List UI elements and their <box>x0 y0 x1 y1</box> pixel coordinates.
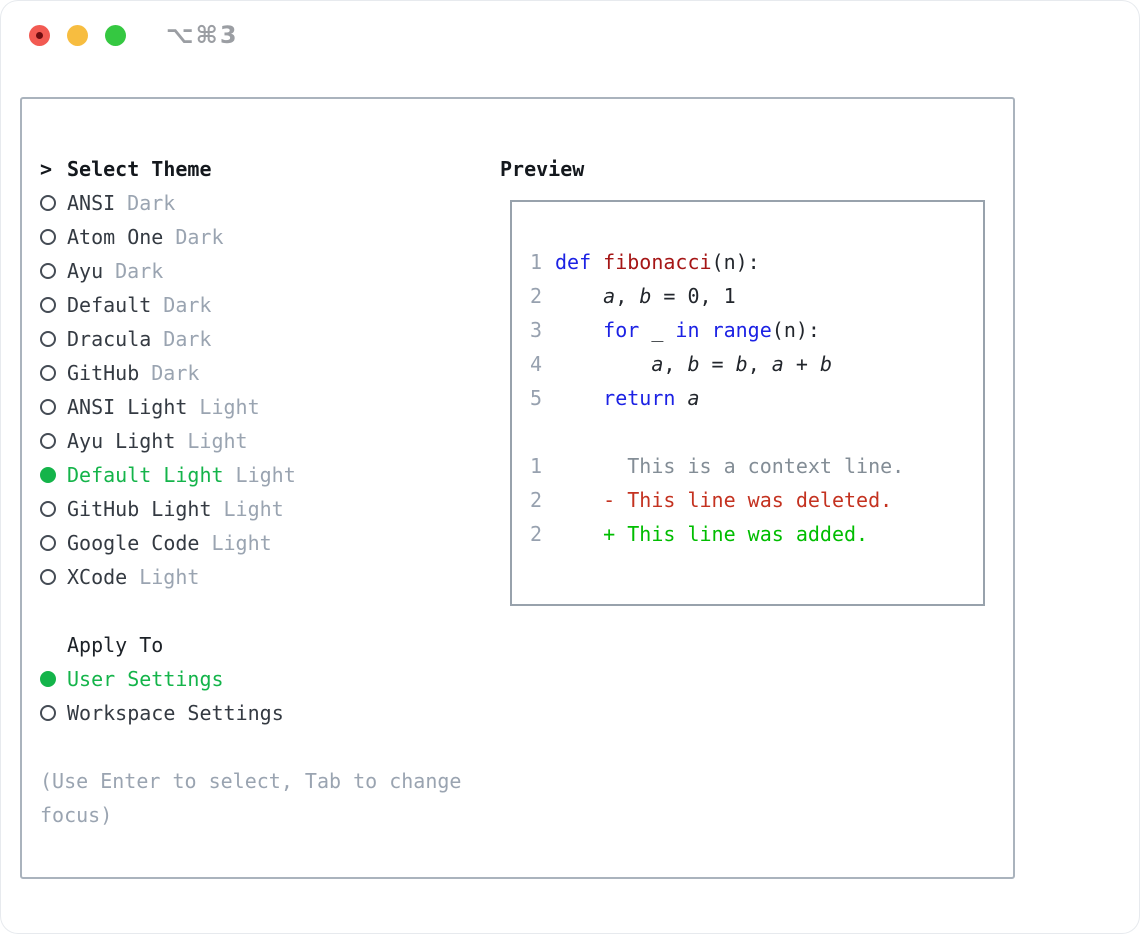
window-title: ⌥⌘3 <box>166 21 239 49</box>
preview-code-line: 1 This is a context line. <box>530 454 905 478</box>
preview-code-line: 2 a, b = 0, 1 <box>530 284 736 308</box>
preview-code-line: 3 for _ in range(n): <box>530 318 820 342</box>
theme-option-label: GitHub <box>67 361 140 385</box>
theme-option-ayu-light[interactable]: Ayu Light Light <box>40 424 475 458</box>
theme-option-default[interactable]: Default Dark <box>40 288 475 322</box>
preview-code-line: 5 return a <box>530 386 700 410</box>
theme-variant-label: Light <box>187 429 248 453</box>
theme-option-label: Ayu Light <box>67 429 176 453</box>
theme-option-label: XCode <box>67 565 128 589</box>
theme-option-label: Google Code <box>67 531 200 555</box>
radio-unselected-icon <box>40 263 56 279</box>
preview-code-line <box>530 420 983 454</box>
theme-option-default-light[interactable]: Default Light Light <box>40 458 475 492</box>
theme-option-label: Default <box>67 293 152 317</box>
theme-option-google-code[interactable]: Google Code Light <box>40 526 475 560</box>
radio-unselected-icon <box>40 297 56 313</box>
preview-code-line: 4 a, b = b, a + b <box>530 352 832 376</box>
traffic-lights <box>29 24 126 46</box>
preview-code-line: 2 - This line was deleted. <box>530 488 893 512</box>
theme-variant-label: Light <box>139 565 200 589</box>
radio-unselected-icon <box>40 399 56 415</box>
focus-caret-icon: > <box>40 157 53 181</box>
select-theme-header: > Select Theme <box>40 152 475 186</box>
theme-variant-label: Dark <box>151 361 200 385</box>
close-active-dot-icon <box>36 31 43 39</box>
theme-variant-label: Light <box>199 395 260 419</box>
theme-option-label: ANSI Light <box>67 395 188 419</box>
radio-unselected-icon <box>40 501 56 517</box>
theme-option-label: ANSI <box>67 191 116 215</box>
theme-option-atom-one[interactable]: Atom One Dark <box>40 220 475 254</box>
theme-variant-label: Dark <box>175 225 224 249</box>
radio-selected-icon <box>40 671 56 687</box>
minimize-button[interactable] <box>67 24 88 46</box>
radio-unselected-icon <box>40 569 56 585</box>
theme-variant-label: Dark <box>127 191 176 215</box>
radio-unselected-icon <box>40 365 56 381</box>
radio-unselected-icon <box>40 535 56 551</box>
theme-variant-label: Dark <box>115 259 164 283</box>
theme-option-xcode[interactable]: XCode Light <box>40 560 475 594</box>
theme-variant-label: Dark <box>163 293 212 317</box>
theme-option-label: GitHub Light <box>67 497 212 521</box>
hint-text: (Use Enter to select, Tab to change focu… <box>40 769 462 827</box>
radio-selected-icon <box>40 467 56 483</box>
preview-title: Preview <box>500 157 585 181</box>
preview-code-line: 2 + This line was added. <box>530 522 869 546</box>
zoom-button[interactable] <box>105 24 126 46</box>
theme-variant-label: Light <box>211 531 272 555</box>
theme-option-label: Default Light <box>67 463 224 487</box>
theme-option-github-light[interactable]: GitHub Light Light <box>40 492 475 526</box>
theme-option-ansi[interactable]: ANSI Dark <box>40 186 475 220</box>
theme-option-label: Atom One <box>67 225 164 249</box>
radio-unselected-icon <box>40 195 56 211</box>
theme-option-dracula[interactable]: Dracula Dark <box>40 322 475 356</box>
apply-option-workspace-settings[interactable]: Workspace Settings <box>40 696 475 730</box>
apply-to-title: Apply To <box>67 633 164 657</box>
radio-unselected-icon <box>40 229 56 245</box>
titlebar: ⌥⌘3 <box>0 0 1140 70</box>
theme-variant-label: Light <box>223 497 284 521</box>
theme-option-ansi-light[interactable]: ANSI Light Light <box>40 390 475 424</box>
radio-unselected-icon <box>40 331 56 347</box>
apply-option-label: User Settings <box>67 667 224 691</box>
theme-option-label: Ayu <box>67 259 104 283</box>
theme-variant-label: Light <box>235 463 296 487</box>
radio-unselected-icon <box>40 433 56 449</box>
radio-unselected-icon <box>40 705 56 721</box>
apply-option-user-settings[interactable]: User Settings <box>40 662 475 696</box>
select-theme-title: Select Theme <box>67 157 212 181</box>
theme-option-label: Dracula <box>67 327 152 351</box>
apply-option-label: Workspace Settings <box>67 701 284 725</box>
theme-option-ayu[interactable]: Ayu Dark <box>40 254 475 288</box>
close-button[interactable] <box>29 24 50 46</box>
theme-option-github[interactable]: GitHub Dark <box>40 356 475 390</box>
apply-to-header: Apply To <box>40 628 475 662</box>
theme-variant-label: Dark <box>163 327 212 351</box>
